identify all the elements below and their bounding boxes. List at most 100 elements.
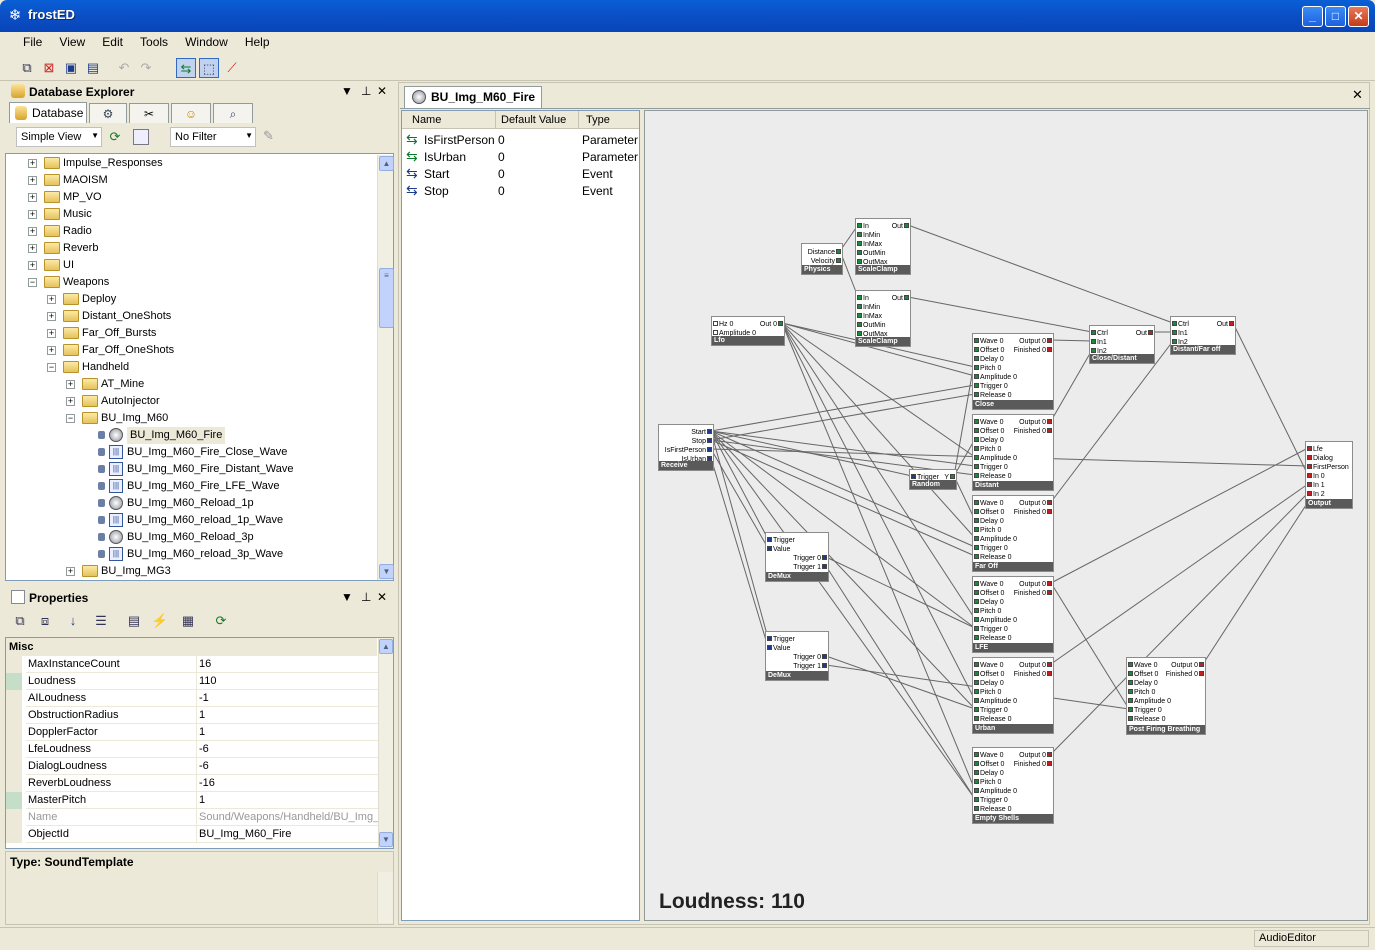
input-pin[interactable]	[974, 500, 979, 505]
input-pin[interactable]	[1128, 707, 1133, 712]
menu-file[interactable]: File	[23, 35, 43, 49]
input-pin[interactable]	[767, 636, 772, 641]
expand-toggle-icon[interactable]: −	[66, 413, 75, 423]
input-pin[interactable]	[974, 356, 979, 361]
tree-folder-item[interactable]: +Distant_OneShots	[6, 308, 378, 325]
input-pin[interactable]	[974, 545, 979, 550]
expand-toggle-icon[interactable]: +	[47, 345, 56, 355]
input-pin[interactable]	[857, 241, 862, 246]
input-pin[interactable]	[974, 473, 979, 478]
dropdown-icon[interactable]: ▼	[341, 590, 353, 604]
input-pin[interactable]	[974, 509, 979, 514]
input-pin[interactable]	[974, 671, 979, 676]
expand-toggle-icon[interactable]: −	[28, 277, 37, 287]
input-pin[interactable]	[1091, 330, 1096, 335]
refresh-icon[interactable]: ⟳	[215, 613, 227, 628]
maximize-button[interactable]: □	[1325, 6, 1346, 27]
input-pin[interactable]	[1172, 330, 1177, 335]
output-pin[interactable]	[1047, 752, 1052, 757]
input-pin[interactable]	[974, 581, 979, 586]
output-pin[interactable]	[1229, 321, 1234, 326]
delete-icon[interactable]: ⊠	[43, 60, 55, 75]
input-pin[interactable]	[1128, 716, 1133, 721]
property-value[interactable]: BU_Img_M60_Fire	[199, 828, 292, 840]
menu-view[interactable]: View	[59, 35, 86, 49]
input-pin[interactable]	[767, 537, 772, 542]
tree-folder-item[interactable]: −Handheld	[6, 359, 378, 376]
input-pin[interactable]	[974, 437, 979, 442]
output-pin[interactable]	[822, 663, 827, 668]
input-pin[interactable]	[974, 383, 979, 388]
input-pin[interactable]	[974, 446, 979, 451]
input-pin[interactable]	[974, 392, 979, 397]
dropdown-icon[interactable]: ▼	[341, 84, 353, 98]
close-button[interactable]: ✕	[1348, 6, 1369, 27]
input-pin[interactable]	[974, 788, 979, 793]
scroll-up-icon[interactable]: ▲	[379, 156, 394, 171]
expand-toggle-icon[interactable]: +	[28, 175, 37, 185]
output-pin[interactable]	[1148, 330, 1153, 335]
output-pin[interactable]	[1047, 671, 1052, 676]
output-pin[interactable]	[778, 321, 783, 326]
output-pin[interactable]	[1199, 671, 1204, 676]
output-pin[interactable]	[1047, 419, 1052, 424]
property-value[interactable]: 1	[199, 709, 206, 721]
tree-sound-item[interactable]: |||BU_Img_M60_Fire_Distant_Wave	[6, 461, 378, 478]
output-pin[interactable]	[1047, 428, 1052, 433]
output-pin[interactable]	[836, 249, 841, 254]
expand-all-icon[interactable]: ⧉	[15, 613, 25, 628]
expand-toggle-icon[interactable]: +	[47, 294, 56, 304]
property-value[interactable]: -1	[199, 692, 209, 704]
edit-filter-icon[interactable]: ✎	[263, 128, 274, 143]
close-panel-icon[interactable]: ✕	[377, 590, 388, 604]
events-icon[interactable]: ⚡	[151, 613, 169, 628]
property-value[interactable]: 1	[199, 726, 206, 738]
input-pin[interactable]	[1128, 662, 1133, 667]
tree-folder-item[interactable]: +MAOISM	[6, 172, 378, 189]
input-pin[interactable]	[1091, 339, 1096, 344]
filter-select[interactable]: No Filter ▼	[170, 127, 256, 147]
input-pin[interactable]	[857, 295, 862, 300]
property-row[interactable]: NameSound/Weapons/Handheld/BU_Img_M60_Fi…	[6, 809, 382, 826]
pin-icon[interactable]: ⊥	[361, 590, 372, 604]
input-pin[interactable]	[974, 527, 979, 532]
tree-folder-item[interactable]: +Radio	[6, 223, 378, 240]
tree-folder-item[interactable]: +AutoInjector	[6, 393, 378, 410]
input-pin[interactable]	[974, 626, 979, 631]
output-pin[interactable]	[707, 447, 712, 452]
tree-folder-item[interactable]: +BU_Img_MG3	[6, 563, 378, 580]
property-value[interactable]: -16	[199, 777, 215, 789]
input-pin[interactable]	[1307, 482, 1312, 487]
document-tab[interactable]: BU_Img_M60_Fire	[404, 86, 543, 108]
output-pin[interactable]	[707, 429, 712, 434]
expand-toggle-icon[interactable]: +	[28, 209, 37, 219]
input-pin[interactable]	[857, 259, 862, 264]
menu-window[interactable]: Window	[185, 35, 228, 49]
input-pin[interactable]	[974, 590, 979, 595]
tree-sound-item[interactable]: |||BU_Img_M60_reload_3p_Wave	[6, 546, 378, 563]
collapse-all-icon[interactable]: ⧈	[40, 613, 50, 628]
output-pin[interactable]	[1047, 347, 1052, 352]
input-pin[interactable]	[974, 770, 979, 775]
input-pin[interactable]	[1172, 339, 1177, 344]
details-icon[interactable]	[133, 129, 149, 145]
input-pin[interactable]	[1128, 698, 1133, 703]
input-pin[interactable]	[974, 518, 979, 523]
minimize-button[interactable]: _	[1302, 6, 1323, 27]
parameters-toggle-icon[interactable]: ⇆	[176, 58, 196, 78]
output-pin[interactable]	[904, 223, 909, 228]
input-pin[interactable]	[974, 599, 979, 604]
output-pin[interactable]	[1047, 590, 1052, 595]
